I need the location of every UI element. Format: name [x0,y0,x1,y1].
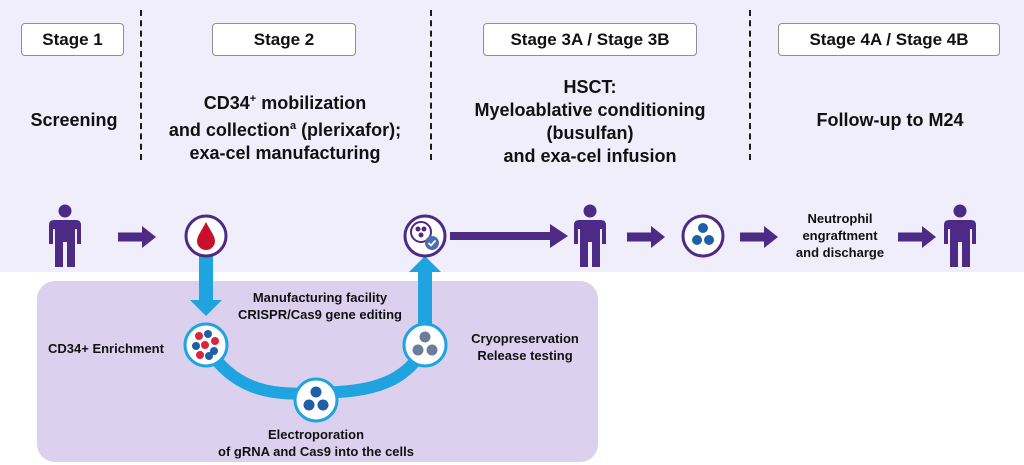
cd34-superscript: + [249,93,257,105]
manufacturing-line-1: Manufacturing facility [252,290,388,305]
electroporation-cells-icon [293,377,339,423]
enrichment-cells-icon [183,322,229,368]
manufacturing-line-2: CRISPR/Cas9 gene editing [238,307,402,322]
stage-2-description: CD34+ mobilization and collectiona (pler… [160,88,410,165]
collection-footnote: a [289,120,297,132]
stage-1-box: Stage 1 [21,23,124,56]
arrow-right-icon [627,226,665,248]
cryopreservation-line-2: Release testing [477,348,573,363]
stage-2-box: Stage 2 [212,23,356,56]
stage-3-line-4: and exa-cel infusion [503,146,677,166]
up-arrow-icon [409,256,441,272]
stage-3-line-2: Myeloablative conditioning [474,100,706,120]
stage-3-description: HSCT: Myeloablative conditioning (busulf… [452,76,728,168]
cryopreservation-line-1: Cryopreservation [471,331,579,346]
stage-4-description: Follow-up to M24 [780,109,1000,132]
manufacturing-panel [37,281,598,462]
stage-1-description: Screening [12,109,136,132]
cd34-text: CD34 [203,93,250,113]
return-up-shaft [418,270,432,326]
stage-divider [140,10,142,160]
cells-icon [681,214,725,258]
stage-3-line-1: HSCT: [563,77,617,97]
cryopreservation-label: Cryopreservation Release testing [460,330,590,364]
stage-divider [749,10,751,160]
patient-icon-screening [49,204,81,267]
stage-2-line-3: exa-cel manufacturing [189,143,381,163]
stage-2-line-1: CD34+ mobilization [160,88,410,115]
arrow-right-icon [118,226,156,248]
down-arrow-icon [190,300,222,316]
cells-check-icon [403,214,447,258]
electroporation-label: Electroporation of gRNA and Cas9 into th… [206,426,426,460]
collection-down-shaft [199,256,213,302]
stage-3-line-3: (busulfan) [546,123,634,143]
neutrophil-line-1: Neutrophil [807,211,873,226]
stage-1-description-line: Screening [30,110,118,130]
stage-divider [430,10,432,160]
patient-icon-infusion [574,204,606,267]
infusion-arrow-icon [450,224,568,248]
arrow-right-icon [898,226,936,248]
stage-3-box: Stage 3A / Stage 3B [483,23,697,56]
cryopreservation-cells-icon [402,322,448,368]
patient-icon-followup [944,204,976,267]
collection-text: and collection [168,120,290,140]
manufacturing-label: Manufacturing facility CRISPR/Cas9 gene … [220,289,420,323]
electroporation-line-2: of gRNA and Cas9 into the cells [218,444,414,459]
plerixafor-text: (plerixafor); [296,120,402,140]
neutrophil-line-3: and discharge [795,245,885,260]
mobilization-text: mobilization [256,93,367,113]
arrow-right-icon [740,226,778,248]
stage-4-box: Stage 4A / Stage 4B [778,23,1000,56]
stage-4-description-line: Follow-up to M24 [816,110,964,130]
stage-2-line-2: and collectiona (plerixafor); [160,115,410,142]
neutrophil-line-2: engraftment [802,228,878,243]
blood-drop-icon [184,214,228,258]
enrichment-label: CD34+ Enrichment [48,341,164,356]
electroporation-line-1: Electroporation [267,427,365,442]
neutrophil-label: Neutrophil engraftment and discharge [790,210,890,261]
